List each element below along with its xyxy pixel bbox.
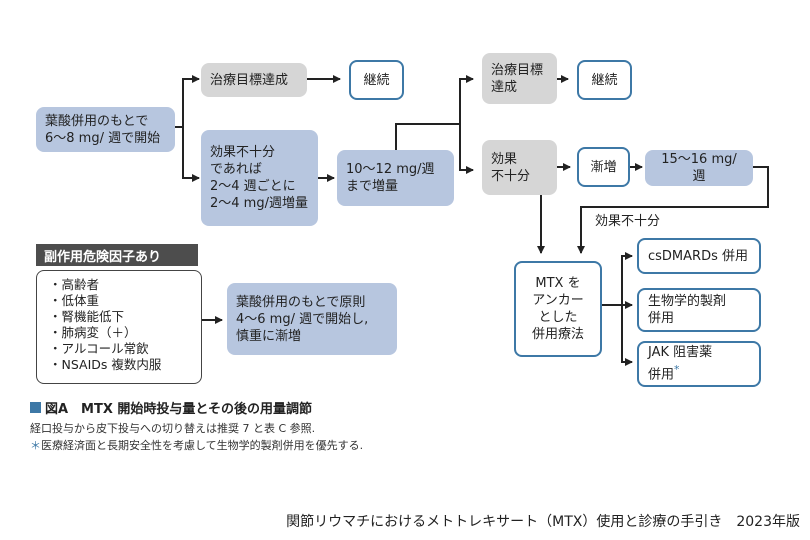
- achieved-text-1: 治療目標達成: [210, 72, 289, 88]
- dose-15-16-text: 15〜16 mg/ 週: [661, 152, 737, 184]
- gradual-increase-text: 漸増: [590, 159, 617, 175]
- gradual-increase-box: 漸増: [577, 147, 630, 187]
- figure-caption: 図A MTX 開始時投与量とその後の用量調節: [30, 398, 312, 417]
- continue-box-1: 継続: [349, 60, 404, 100]
- continue-box-2: 継続: [577, 60, 632, 100]
- risk-start-dose-box: 葉酸併用のもとで原則 4〜6 mg/ 週で開始し, 慎重に漸増: [227, 283, 397, 355]
- mtx-anchor-text: MTX を アンカー とした 併用療法: [531, 276, 584, 342]
- start-dose-box: 葉酸併用のもとで 6〜8 mg/ 週で開始: [36, 107, 175, 152]
- jak-label: JAK 阻害薬 併用: [648, 345, 713, 383]
- insufficient-box-1: 効果不十分 であれば 2〜4 週ごとに 2〜4 mg/週増量: [201, 130, 318, 226]
- risk-item: ・腎機能低下: [49, 309, 125, 324]
- mtx-anchor-box: MTX を アンカー とした 併用療法: [514, 261, 602, 357]
- jak-footnote-mark: *: [674, 363, 680, 377]
- jak-box: JAK 阻害薬 併用*: [637, 341, 761, 387]
- risk-item: ・NSAIDs 複数内服: [49, 357, 162, 372]
- note-line-2: ＊医療経済面と長期安全性を考慮して生物学的製剤併用を優先する.: [30, 437, 363, 453]
- dose-15-16-box: 15〜16 mg/ 週: [645, 150, 753, 186]
- source-citation: 関節リウマチにおけるメトトレキサート（MTX）使用と診療の手引き 2023年版: [286, 514, 800, 530]
- jak-text: JAK 阻害薬 併用*: [648, 344, 712, 383]
- biologic-box: 生物学的製剤 併用: [637, 288, 761, 332]
- risk-start-dose-text: 葉酸併用のもとで原則 4〜6 mg/ 週で開始し, 慎重に漸増: [236, 294, 369, 344]
- biologic-text: 生物学的製剤 併用: [648, 294, 727, 326]
- risk-factors-title: 副作用危険因子あり: [36, 244, 198, 266]
- risk-factors-box: ・高齢者 ・低体重 ・腎機能低下 ・肺病変（＋） ・アルコール常飲 ・NSAID…: [36, 270, 202, 384]
- risk-item: ・アルコール常飲: [49, 341, 149, 356]
- start-dose-text: 葉酸併用のもとで 6〜8 mg/ 週で開始: [45, 113, 161, 146]
- increase-box: 10〜12 mg/週 まで増量: [337, 150, 454, 206]
- caption-square-icon: [30, 402, 41, 413]
- achieved-box-1: 治療目標達成: [201, 63, 307, 97]
- insufficient-text-1: 効果不十分 であれば 2〜4 週ごとに 2〜4 mg/週増量: [210, 145, 308, 211]
- note-line-2-text: 医療経済面と長期安全性を考慮して生物学的製剤併用を優先する.: [41, 439, 364, 452]
- insufficient-edge-label: 効果不十分: [595, 214, 661, 229]
- note-asterisk: ＊: [30, 439, 41, 452]
- csdmards-text: csDMARDs 併用: [648, 248, 748, 264]
- csdmards-box: csDMARDs 併用: [637, 238, 761, 274]
- note-line-1: 経口投与から皮下投与への切り替えは推奨 7 と表 C 参照.: [30, 422, 316, 435]
- achieved-box-2: 治療目標 達成: [482, 53, 557, 104]
- insufficient-box-2: 効果 不十分: [482, 140, 557, 195]
- continue-text-2: 継続: [591, 72, 618, 88]
- risk-item: ・低体重: [49, 293, 100, 308]
- risk-item: ・高齢者: [49, 277, 100, 292]
- insufficient-text-2: 効果 不十分: [491, 151, 531, 184]
- figure-caption-text: 図A MTX 開始時投与量とその後の用量調節: [45, 402, 313, 417]
- increase-text: 10〜12 mg/週 まで増量: [346, 162, 435, 194]
- continue-text-1: 継続: [363, 72, 390, 88]
- achieved-text-2: 治療目標 達成: [491, 62, 544, 95]
- risk-item: ・肺病変（＋）: [49, 325, 137, 340]
